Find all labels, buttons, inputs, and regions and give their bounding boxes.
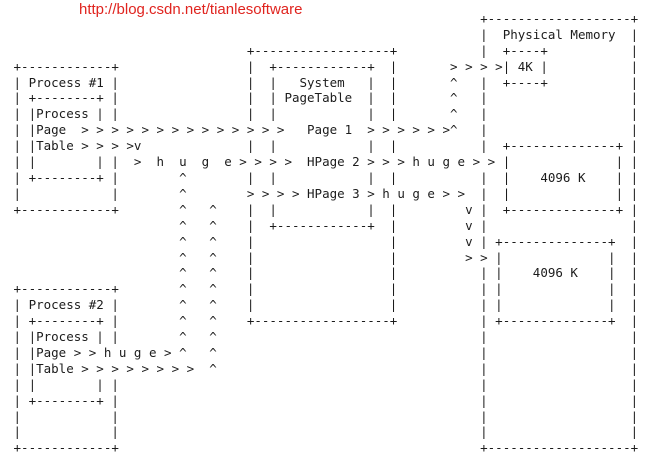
blog-url-watermark: http://blog.csdn.net/tianlesoftware <box>79 1 303 18</box>
ascii-diagram: +-------------------+ | Physical Memory … <box>13 10 639 456</box>
